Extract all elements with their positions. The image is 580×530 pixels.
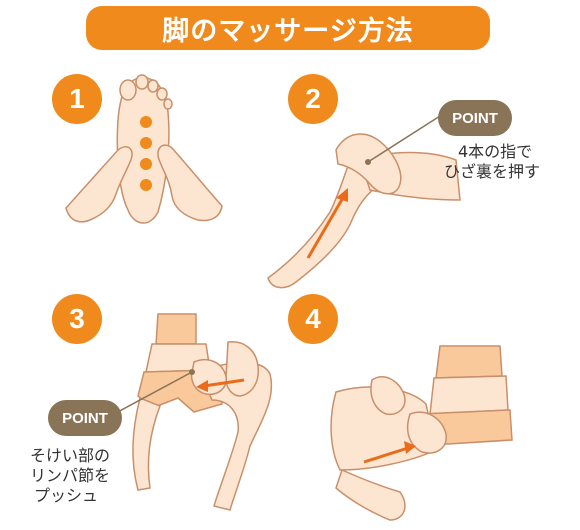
step-2-illustration	[267, 133, 461, 289]
step-2-note-line: ひざ裏を押す	[444, 162, 541, 181]
step-4-badge: 4	[288, 294, 338, 344]
direction-arrow-icon	[203, 378, 245, 388]
step-4-illustration	[330, 345, 513, 521]
page-title-text: 脚のマッサージ方法	[162, 15, 414, 47]
step-2-pointer	[365, 115, 441, 165]
step-3-badge: 3	[52, 294, 102, 344]
step-4-arrow	[363, 441, 416, 464]
pressure-dot-icon	[140, 116, 152, 128]
step-2-badge: 2	[288, 74, 338, 124]
step-2-point-badge: POINT	[438, 100, 512, 136]
pressure-dot-icon	[140, 179, 152, 191]
step-3-arrow	[196, 378, 245, 392]
step-2-note: 4本の指で ひざ裏を押す	[444, 142, 540, 182]
step-3-point-badge: POINT	[48, 400, 122, 436]
step-2-arrow	[306, 188, 348, 259]
step-3-note: そけい部の リンパ節を プッシュ	[30, 446, 110, 506]
step-3-note-line: プッシュ	[34, 486, 99, 505]
pressure-dot-icon	[140, 137, 152, 149]
direction-arrow-icon	[306, 195, 346, 259]
pressure-dot-icon	[140, 158, 152, 170]
step-3-note-line: そけい部の	[30, 446, 111, 465]
page-title: 脚のマッサージ方法	[86, 6, 490, 50]
step-3-note-line: リンパ節を	[30, 466, 111, 485]
step-3-illustration	[132, 313, 273, 511]
step-1-badge: 1	[52, 74, 102, 124]
step-3-pointer	[113, 369, 195, 415]
step-2-note-line: 4本の指で	[458, 142, 533, 161]
step-1-illustration	[65, 74, 223, 224]
pressure-dots	[140, 116, 152, 191]
direction-arrow-icon	[363, 446, 409, 464]
